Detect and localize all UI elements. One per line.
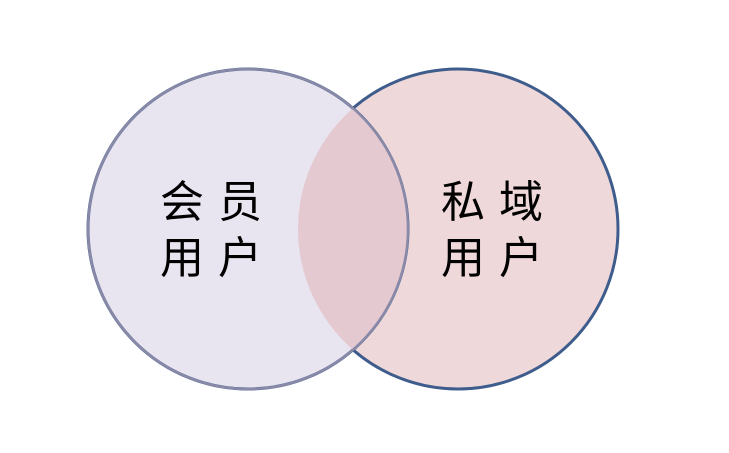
left-circle-inner-arc (86, 67, 410, 391)
left-set-label-line1: 会 员 (160, 177, 262, 228)
overlap-region (298, 69, 408, 389)
right-set-label-line1: 私 域 (441, 177, 543, 228)
left-set-label-line2: 用 户 (160, 233, 262, 284)
right-set-label-line2: 用 户 (441, 233, 543, 284)
